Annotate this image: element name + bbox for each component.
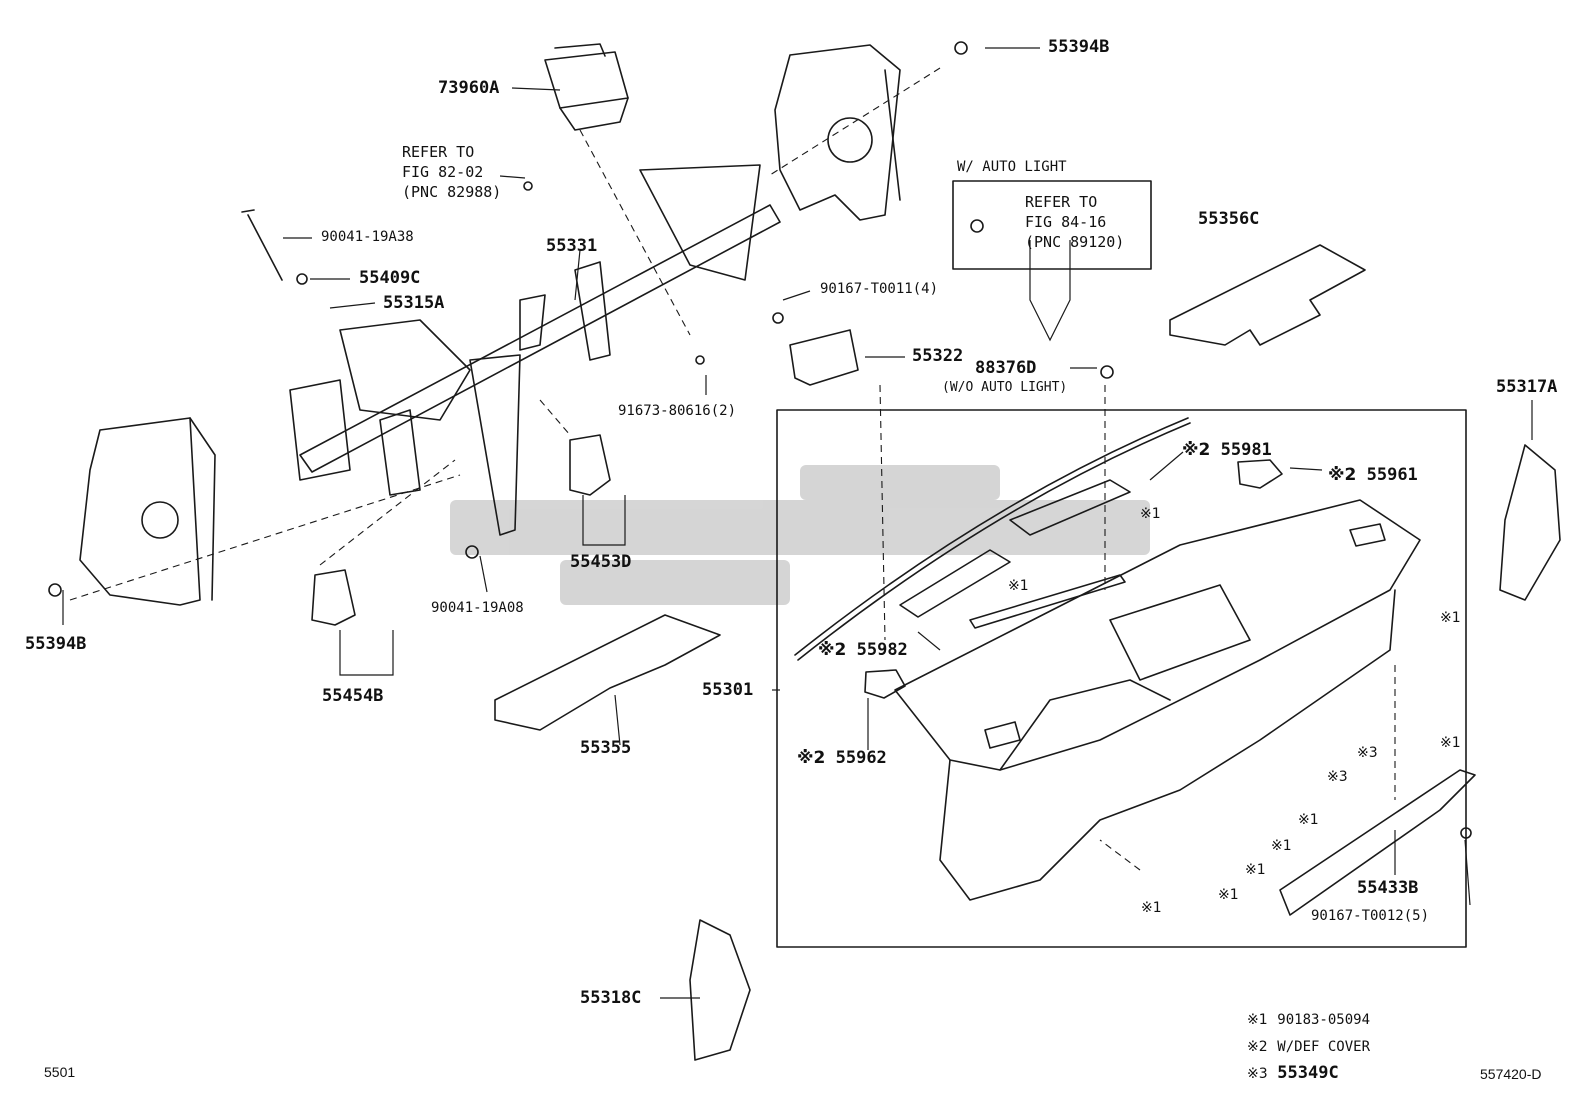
speaker-grille-55961	[1237, 459, 1283, 489]
label-91673-80616: 91673-80616(2)	[618, 403, 737, 419]
legend-row-2: ※2 W/DEF COVER	[1247, 1033, 1370, 1060]
pad-55356C	[1169, 244, 1366, 346]
mark-1-f: ※1	[1271, 838, 1292, 854]
label-55981: ※2 55981	[1182, 440, 1272, 460]
defroster-nozzle-55982	[899, 549, 1011, 618]
label-55355: 55355	[580, 738, 632, 758]
page-code: 5501	[44, 1064, 76, 1080]
bracket-55453D	[569, 434, 611, 496]
refer-fig-84-line3: (PNC 89120)	[1025, 233, 1125, 251]
refer-fig-82-line3: (PNC 82988)	[402, 183, 502, 201]
label-55982: ※2 55982	[818, 640, 908, 660]
mark-2-55982: ※2	[818, 640, 847, 660]
refer-fig-84-line2: FIG 84-16	[1025, 213, 1107, 231]
label-55356C: 55356C	[1198, 209, 1260, 229]
legend-text-1: 90183-05094	[1277, 1012, 1370, 1028]
alignment-dashes	[69, 67, 1396, 871]
label-55301: 55301	[702, 680, 754, 700]
legend-mark-3: ※3	[1247, 1066, 1268, 1082]
label-55433B: 55433B	[1357, 878, 1419, 898]
mark-1-a: ※1	[1140, 506, 1161, 522]
label-55982-num: 55982	[856, 640, 908, 660]
figure-code: 557420-D	[1480, 1066, 1542, 1082]
body-side-panel-left	[79, 417, 216, 606]
relay-box	[544, 43, 629, 131]
label-90167-T0011: 90167-T0011(4)	[820, 281, 939, 297]
refer-fig-82-line1: REFER TO	[402, 143, 475, 161]
body-pillar-panel	[774, 44, 901, 221]
label-55322: 55322	[912, 346, 964, 366]
legend-text-3: 55349C	[1277, 1063, 1339, 1083]
label-wo-auto-light: (W/O AUTO LIGHT)	[942, 380, 1068, 395]
label-55394B-left: 55394B	[25, 634, 87, 654]
refer-fig-84-line1: REFER TO	[1025, 193, 1098, 211]
label-88376D: 88376D	[975, 358, 1037, 378]
mark-1-g: ※1	[1245, 862, 1266, 878]
legend-text-2: W/DEF COVER	[1277, 1039, 1370, 1055]
side-cover-55318C	[689, 919, 751, 1061]
watermark-logo	[450, 465, 1150, 605]
label-55315A: 55315A	[383, 293, 445, 313]
dashboard-frame	[776, 409, 1467, 948]
mark-1-c: ※1	[1440, 610, 1461, 626]
defroster-strip-edge	[797, 422, 1191, 661]
bracket-55322	[789, 329, 859, 386]
label-55454B: 55454B	[322, 686, 384, 706]
mark-1-d: ※1	[1440, 735, 1461, 751]
label-55317A: 55317A	[1496, 377, 1558, 397]
bracket-55454B	[311, 569, 356, 626]
leader-lines	[62, 47, 1533, 999]
label-55453D: 55453D	[570, 552, 632, 572]
cross-member-beam	[289, 164, 781, 536]
mark-3-a: ※3	[1357, 745, 1378, 761]
mark-1-e: ※1	[1298, 812, 1319, 828]
label-55981-num: 55981	[1220, 440, 1272, 460]
legend-mark-2: ※2	[1247, 1039, 1268, 1055]
label-w-auto-light: W/ AUTO LIGHT	[957, 159, 1067, 175]
speaker-grille-55962	[864, 669, 906, 699]
legend-mark-1: ※1	[1247, 1012, 1268, 1028]
mark-1-h: ※1	[1218, 887, 1239, 903]
pad-55355	[494, 614, 721, 731]
legend: ※1 90183-05094 ※2 W/DEF COVER ※3 55349C	[1247, 1006, 1370, 1087]
label-55318C: 55318C	[580, 988, 642, 1008]
label-55394B-top: 55394B	[1048, 37, 1110, 57]
auto-light-box	[952, 180, 1152, 270]
label-55962: ※2 55962	[797, 748, 887, 768]
instrument-panel	[894, 499, 1421, 901]
label-55962-num: 55962	[835, 748, 887, 768]
label-90041-19A08: 90041-19A08	[431, 600, 524, 616]
defroster-strip	[794, 417, 1189, 656]
label-55961: ※2 55961	[1328, 465, 1418, 485]
label-90041-19A38: 90041-19A38	[321, 229, 414, 245]
legend-row-1: ※1 90183-05094	[1247, 1006, 1370, 1033]
defroster-nozzle-55981	[1009, 479, 1131, 536]
refer-fig-84-16: REFER TO FIG 84-16 (PNC 89120)	[1025, 192, 1124, 252]
legend-row-3: ※3 55349C	[1247, 1060, 1370, 1087]
mark-1-i: ※1	[1141, 900, 1162, 916]
label-55409C: 55409C	[359, 268, 421, 288]
refer-fig-82-line2: FIG 82-02	[402, 163, 484, 181]
refer-fig-82-02: REFER TO FIG 82-02 (PNC 82988)	[402, 142, 501, 202]
label-90167-T0012: 90167-T0012(5)	[1311, 908, 1430, 924]
label-55331: 55331	[546, 236, 598, 256]
label-55961-num: 55961	[1366, 465, 1418, 485]
mark-2-55981: ※2	[1182, 440, 1211, 460]
bolts	[48, 41, 1472, 839]
label-73960A: 73960A	[438, 78, 500, 98]
mark-2-55962: ※2	[797, 748, 826, 768]
mark-1-b: ※1	[1008, 578, 1029, 594]
side-panel-55317A	[1499, 444, 1561, 601]
mark-2-55961: ※2	[1328, 465, 1357, 485]
lower-cover-55433B	[1279, 769, 1476, 916]
mark-3-b: ※3	[1327, 769, 1348, 785]
